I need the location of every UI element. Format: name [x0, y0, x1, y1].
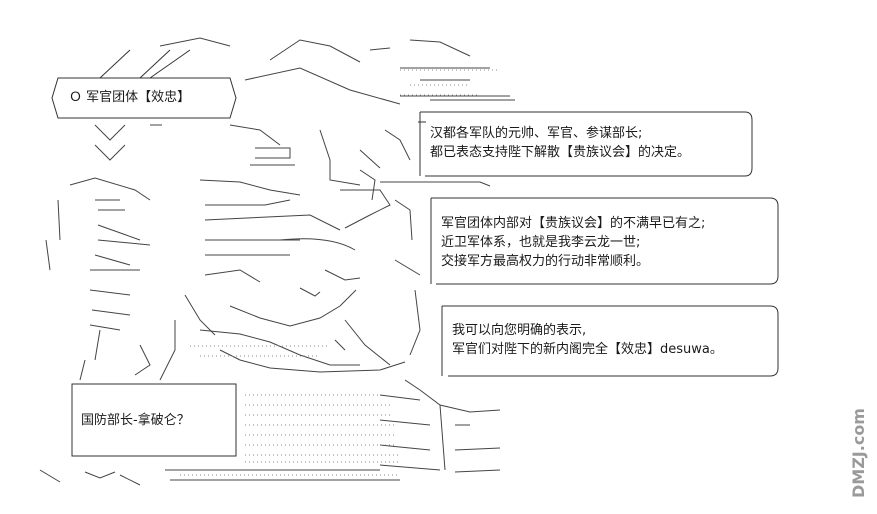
- bubble-1-frame: [418, 111, 753, 177]
- bubble-1-line-1: 汉都各军队的元帅、军官、参谋部长;: [430, 126, 643, 141]
- speech-bubble-2: 军官团体内部对【贵族议会】的不满早已有之; 近卫军体系，也就是我李云龙一世; 交…: [441, 214, 705, 271]
- bubble-2-line-3: 交接军方最高权力的行动非常顺利。: [441, 254, 650, 269]
- bubble-3-frame: [441, 305, 779, 377]
- bubble-2-line-2: 近卫军体系，也就是我李云龙一世;: [441, 235, 641, 250]
- defense-minister-tag: 国防部长-拿破仑？: [81, 411, 190, 430]
- bottom-tag-frame: [71, 383, 237, 457]
- bubble-2-line-1: 军官团体内部对【贵族议会】的不满早已有之;: [441, 216, 706, 231]
- dmzj-watermark-logo: DMZJ.com: [849, 408, 868, 498]
- officer-group-tag: Ｏ 军官团体【效忠】: [69, 88, 190, 107]
- bubble-3-line-2: 军官们对陛下的新内阁完全【效忠】desuwa。: [452, 342, 723, 357]
- watermark-text: DMZJ.com: [849, 408, 868, 498]
- speech-bubble-1: 汉都各军队的元帅、军官、参谋部长; 都已表态支持陛下解散【贵族议会】的决定。: [430, 124, 690, 162]
- top-tag-frame: [51, 49, 237, 119]
- figure-strokes: [39, 37, 515, 486]
- dotted-shading: [180, 69, 500, 476]
- bubble-3-line-1: 我可以向您明确的表示,: [452, 323, 587, 338]
- bubble-1-line-2: 都已表态支持陛下解散【贵族议会】的决定。: [430, 145, 691, 160]
- bubble-2-frame: [430, 197, 779, 285]
- speech-bubble-3: 我可以向您明确的表示, 军官们对陛下的新内阁完全【效忠】desuwa。: [452, 321, 723, 359]
- defense-minister-tag-text: 国防部长-拿破仑？: [81, 413, 190, 428]
- officer-group-tag-text: Ｏ 军官团体【效忠】: [69, 90, 191, 105]
